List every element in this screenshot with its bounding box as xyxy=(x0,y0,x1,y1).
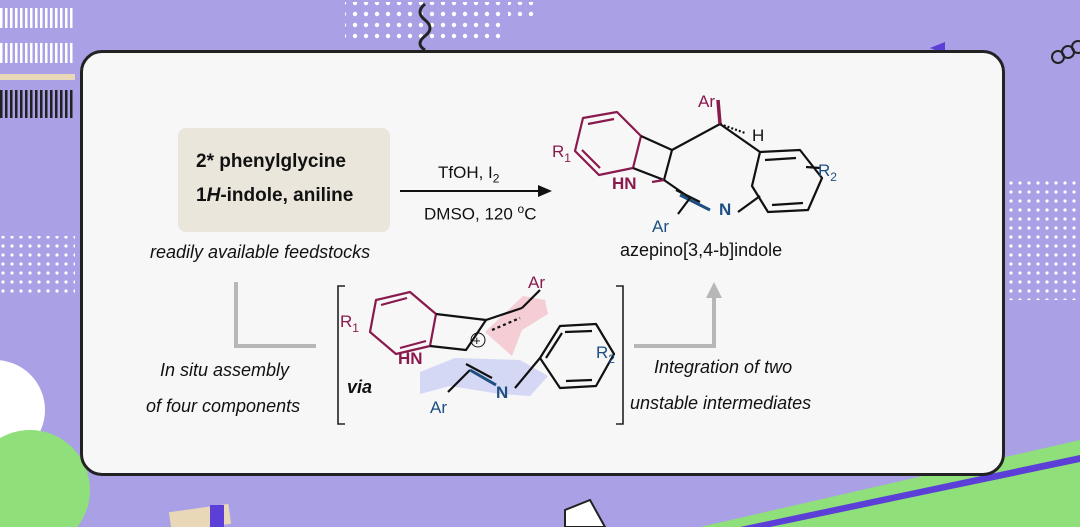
dot-grid-left xyxy=(0,236,75,298)
reagent-line-1: 2* phenylglycine xyxy=(196,151,346,172)
stripe-bar xyxy=(0,74,75,80)
purple-band xyxy=(740,455,1080,527)
product-n: N xyxy=(719,200,731,219)
bracket-right xyxy=(616,285,624,425)
product-ar-top: Ar xyxy=(698,92,715,111)
via-label: via xyxy=(347,377,373,397)
highlight-pink xyxy=(485,296,548,356)
cation-symbol xyxy=(470,332,486,348)
product-r2: R2 xyxy=(818,161,837,184)
scheme-card xyxy=(80,50,1005,476)
left-connector xyxy=(234,282,316,348)
intermediate-hn: HN xyxy=(398,349,423,368)
left-text-line-1: In situ assembly xyxy=(160,360,290,380)
right-text-line-1: Integration of two xyxy=(654,357,793,377)
reagents-box xyxy=(178,128,390,232)
squiggle xyxy=(418,2,432,52)
reagent-line-2: 1H-indole, aniline xyxy=(196,185,354,206)
product-hn: HN xyxy=(612,174,637,193)
intermediate-r2: R2 xyxy=(596,343,615,366)
product-name: azepino[3,4-b]indole xyxy=(620,240,783,260)
stripe-block-1 xyxy=(0,8,75,28)
stripe-block-2 xyxy=(0,43,75,63)
conditions-top: TfOH, I2 xyxy=(438,163,500,186)
bracket-left xyxy=(337,285,345,425)
chain-decoration xyxy=(1051,40,1080,64)
cation-plus: + xyxy=(473,333,481,348)
intermediate-ar-top: Ar xyxy=(528,273,545,292)
right-text-line-2: unstable intermediates xyxy=(630,393,812,413)
product-structure xyxy=(573,99,824,215)
shape-white xyxy=(564,498,607,527)
product-h: H xyxy=(752,126,764,145)
shape-purple xyxy=(210,505,224,527)
intermediate-n: N xyxy=(496,383,508,402)
reagents-caption: readily available feedstocks xyxy=(150,242,371,262)
reaction-arrow xyxy=(400,185,552,197)
intermediate-ar-bottom: Ar xyxy=(430,398,447,417)
circle-green xyxy=(0,430,90,527)
left-text-line-2: of four components xyxy=(146,396,301,416)
intermediate-structure xyxy=(368,289,616,393)
conditions-bottom: DMSO, 120 oC xyxy=(424,202,537,224)
dot-grid-top-small xyxy=(508,2,538,16)
dot-grid-right xyxy=(1008,178,1080,300)
stripe-block-3 xyxy=(0,90,75,118)
product-r1: R1 xyxy=(552,142,571,165)
intermediate-r1: R1 xyxy=(340,312,359,335)
up-arrow xyxy=(634,282,722,348)
product-ar-bottom: Ar xyxy=(652,217,669,236)
